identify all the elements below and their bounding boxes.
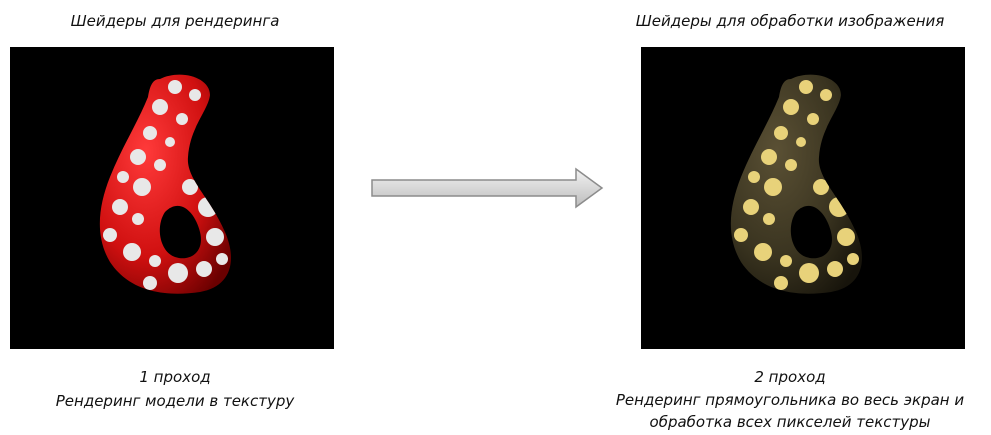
right-pass-desc-line1: Рендеринг прямоугольника во весь экран и	[615, 391, 965, 409]
left-pass-label: 1 проход	[139, 368, 211, 386]
model-hole	[790, 205, 832, 259]
right-pass-desc-line2: обработка всех пикселей текстуры	[649, 413, 931, 431]
model-hole	[159, 205, 201, 259]
model-spots	[734, 80, 859, 290]
right-title: Шейдеры для обработки изображения	[635, 12, 945, 30]
klein-bottle-processed-image	[730, 74, 863, 294]
left-pass-desc: Рендеринг модели в текстуру	[55, 392, 295, 410]
right-pass-label: 2 проход	[754, 368, 826, 386]
klein-bottle-red-image	[99, 74, 232, 294]
right-render-panel	[641, 47, 965, 349]
model-spots	[103, 80, 228, 290]
left-render-panel	[10, 47, 334, 349]
right-arrow-icon	[371, 167, 604, 209]
left-title: Шейдеры для рендеринга	[70, 12, 280, 30]
